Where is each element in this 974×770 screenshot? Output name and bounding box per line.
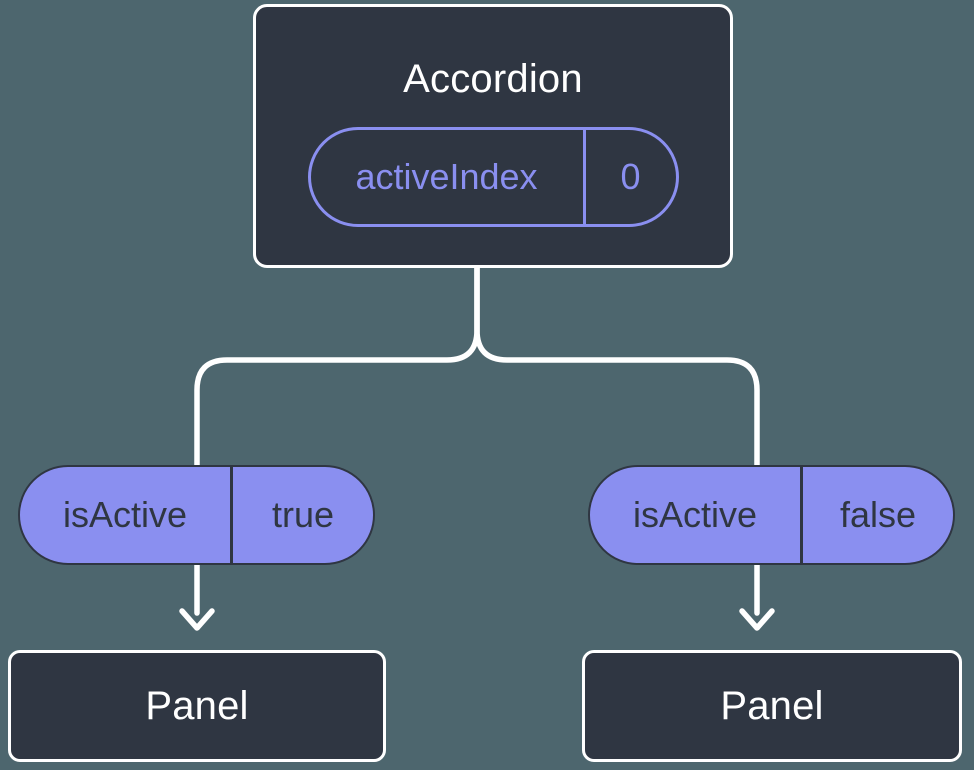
prop-pill-value: false [839,494,917,535]
edge-root-to-left-child-line [194,263,480,616]
prop-pill-label: isActive [632,494,758,535]
prop-pill-label: isActive [62,494,188,535]
panel-node-right: Panel [582,650,962,762]
right-arrowhead-icon [739,608,775,631]
edge-root-to-right-child-line [474,263,760,616]
accordion-node: Accordion activeIndex 0 [253,4,733,268]
panel-node-left: Panel [8,650,386,762]
prop-pill-value: true [271,494,335,535]
state-pill-activeindex: activeIndex 0 [307,127,679,227]
panel-node-title: Panel [145,683,249,728]
pill-divider [800,467,803,563]
pill-divider [230,467,233,563]
prop-pill-isactive-right: isActive false [588,465,955,565]
panel-node-title: Panel [720,683,824,728]
state-pill-value: 0 [620,156,641,197]
accordion-node-title: Accordion [403,57,583,101]
left-arrowhead-icon [179,608,215,631]
prop-pill-isactive-left: isActive true [18,465,375,565]
pill-divider [582,130,586,224]
state-pill-label: activeIndex [355,156,538,197]
